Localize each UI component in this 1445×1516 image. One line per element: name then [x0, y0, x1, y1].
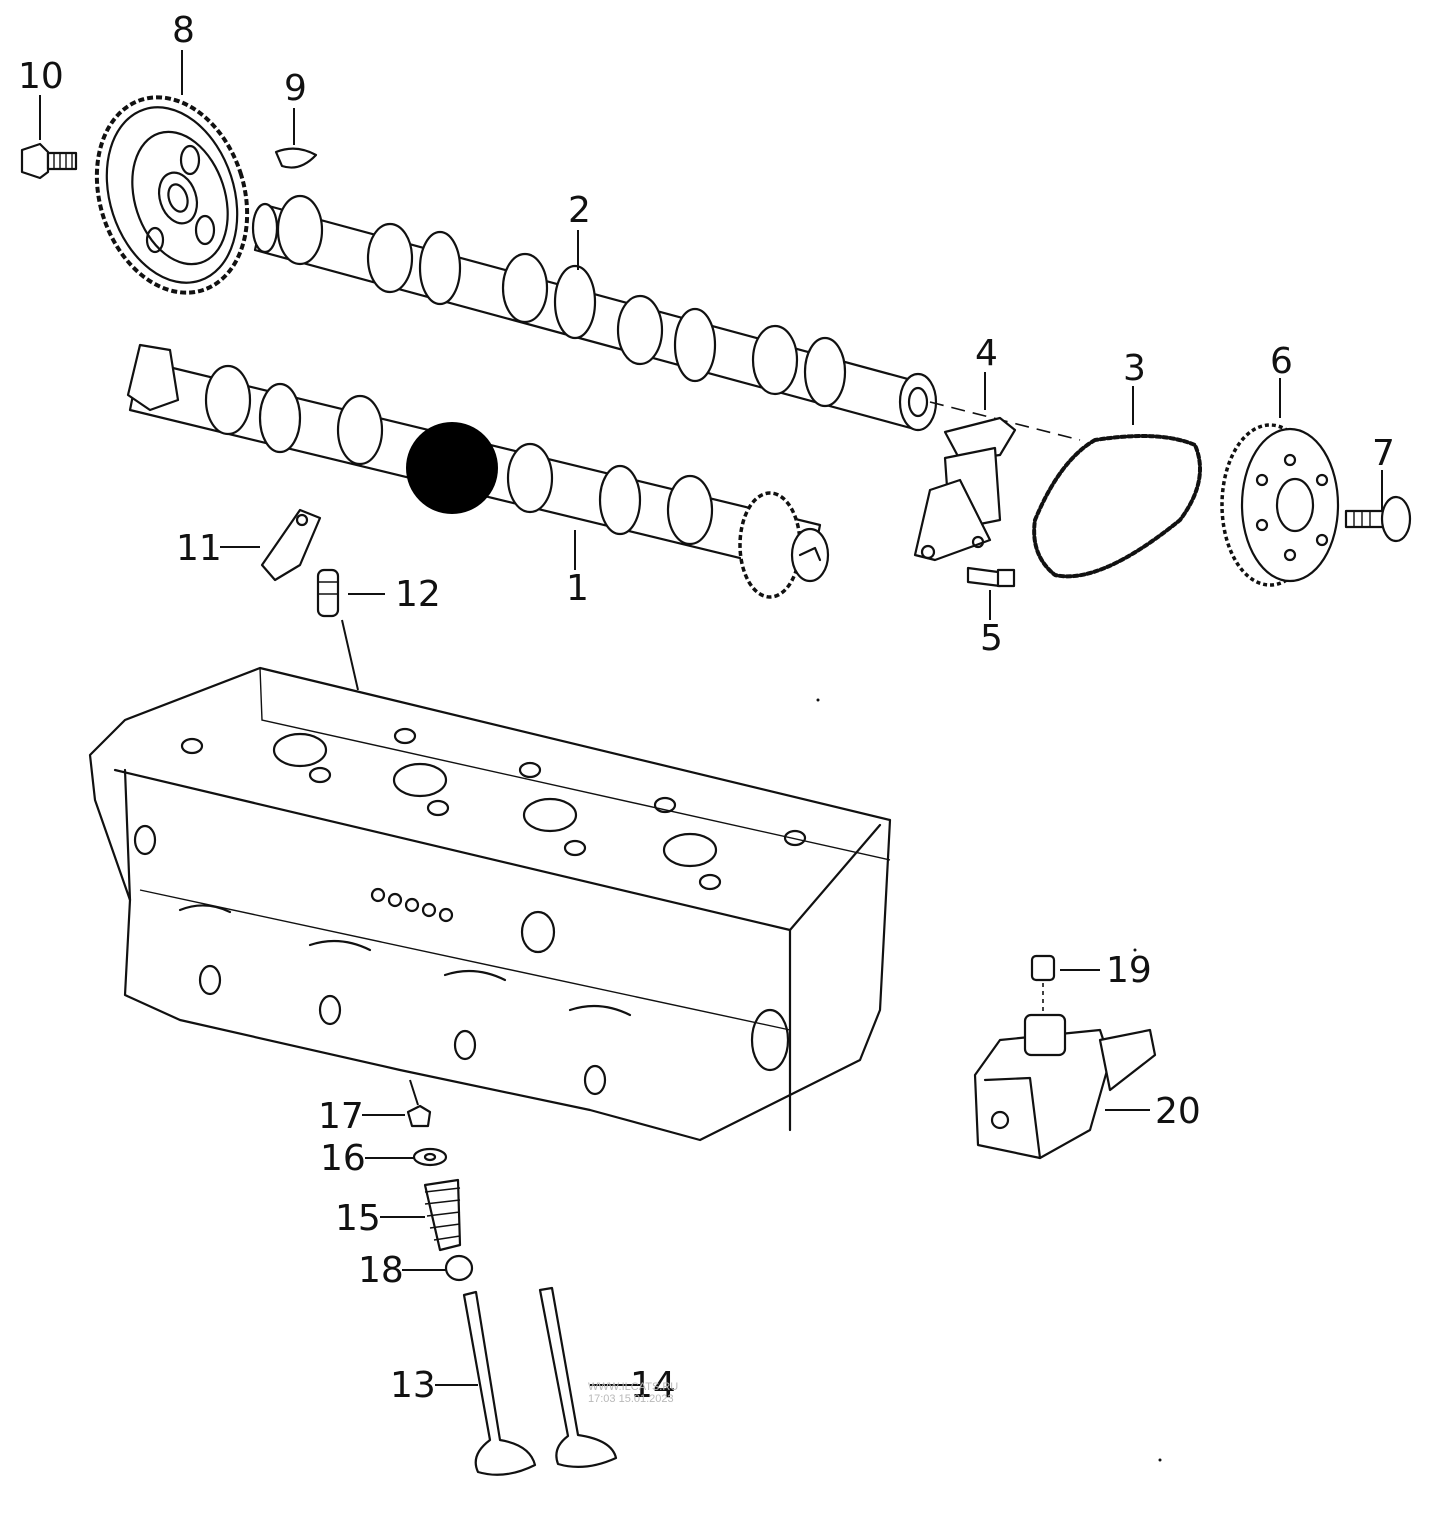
- watermark-timestamp: 17:03 15.01.2023: [588, 1393, 674, 1405]
- callout-12: 12: [395, 574, 441, 615]
- callout-1: 1: [566, 568, 589, 609]
- valve-spring: [423, 1178, 462, 1252]
- roller-rocker-arm: [260, 508, 322, 582]
- redaction-dot: [406, 422, 498, 514]
- callout-3: 3: [1123, 348, 1146, 389]
- leader-lines: [39, 50, 1383, 1386]
- callout-9: 9: [284, 68, 307, 109]
- camshaft-upper: [251, 194, 1081, 441]
- hydraulic-lifter: [316, 568, 359, 691]
- callout-2: 2: [568, 190, 591, 231]
- watermark: WWW.ILCATS.RU 17:03 15.01.2023: [588, 1381, 678, 1405]
- callout-7: 7: [1372, 433, 1395, 474]
- valve-stem-seal: [444, 1254, 474, 1282]
- callout-16: 16: [320, 1138, 366, 1179]
- callout-17: 17: [318, 1096, 364, 1137]
- timing-chain: [1032, 434, 1202, 579]
- camshaft-adjuster: [1220, 423, 1340, 587]
- camshaft-sprocket-gear: [94, 95, 250, 295]
- stray-dot: [1158, 1458, 1162, 1462]
- woodruff-key: [274, 147, 318, 169]
- callout-13: 13: [390, 1365, 436, 1406]
- exhaust-valve: [538, 1286, 618, 1469]
- high-pressure-fuel-pump: [973, 1013, 1157, 1160]
- watermark-site: WWW.ILCATS.RU: [588, 1381, 678, 1393]
- callout-15: 15: [335, 1198, 381, 1239]
- callout-6: 6: [1270, 341, 1293, 382]
- callout-14: 14: [630, 1365, 676, 1406]
- callout-labels: 1 2 3 4 5 6 7 8 9 10 11 12 13 14 15 16 1…: [18, 10, 1395, 1406]
- adjuster-bolt: [1344, 495, 1412, 543]
- callout-8: 8: [172, 10, 195, 51]
- callout-19: 19: [1106, 950, 1152, 991]
- callout-18: 18: [358, 1250, 404, 1291]
- tappet-cap: [1030, 954, 1056, 1012]
- stray-dot: [1133, 948, 1137, 952]
- callout-10: 10: [18, 56, 64, 97]
- callout-4: 4: [975, 333, 998, 374]
- intake-valve: [462, 1290, 537, 1476]
- stray-dot: [816, 698, 820, 702]
- callout-11: 11: [176, 528, 222, 569]
- valve-spring-retainer: [412, 1147, 448, 1167]
- sprocket-bolt: [20, 142, 78, 180]
- callout-20: 20: [1155, 1091, 1201, 1132]
- valve-keeper: [406, 1104, 432, 1128]
- cylinder-head: [88, 666, 892, 1142]
- chain-tensioner: [913, 416, 1017, 588]
- callout-5: 5: [980, 618, 1003, 659]
